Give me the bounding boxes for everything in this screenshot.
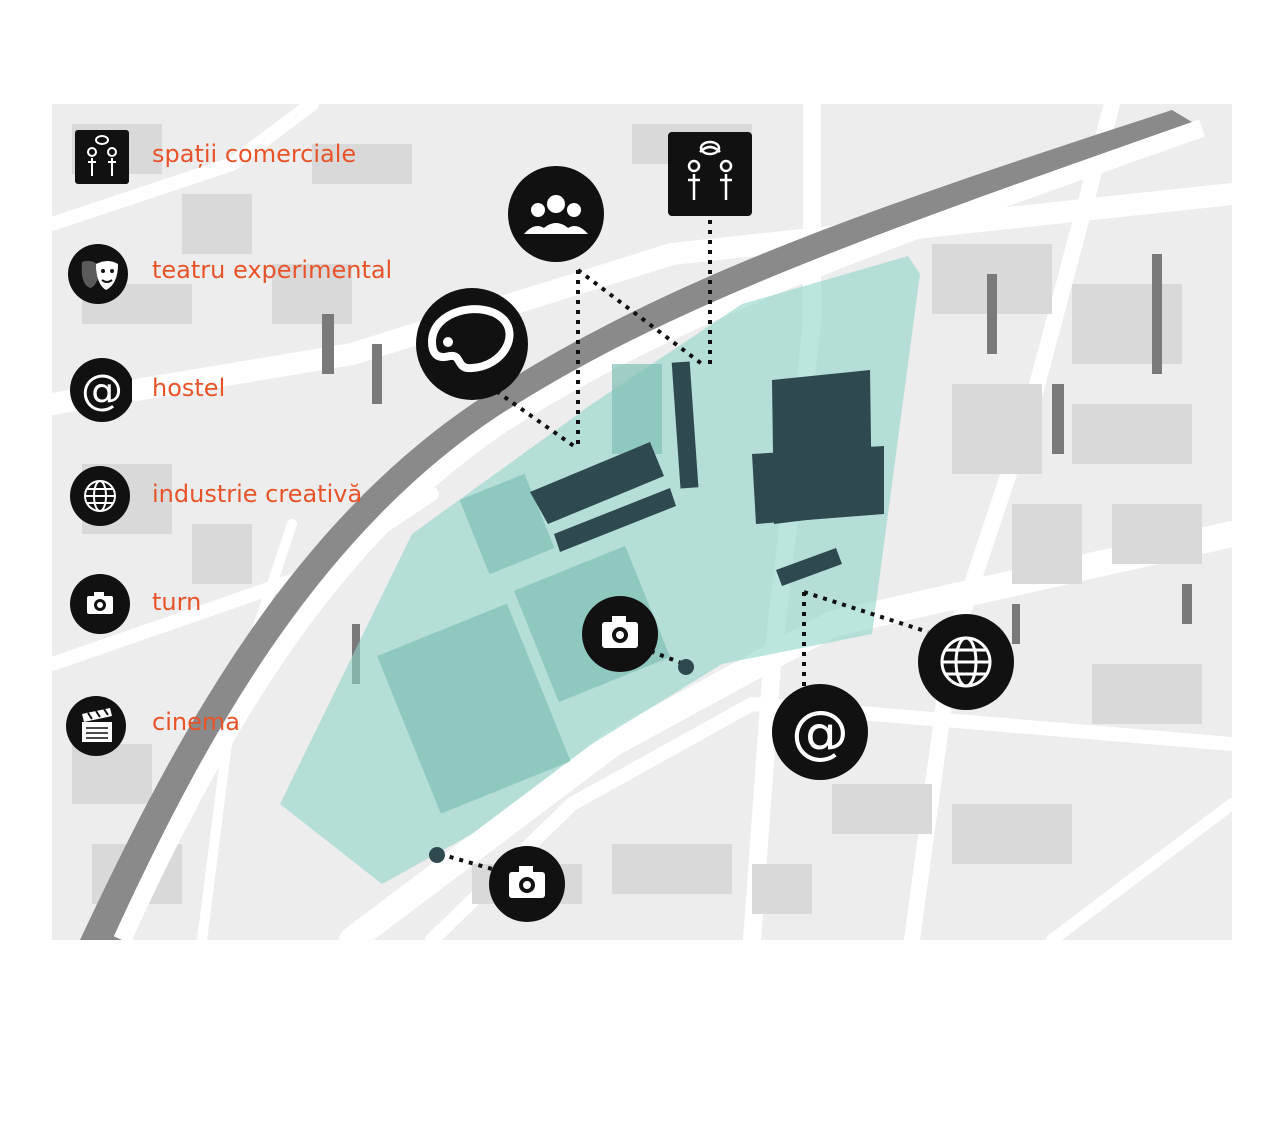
legend-label: teatru experimental [152, 256, 393, 284]
group-icon [524, 195, 588, 234]
legend-item-cinema: cinema [64, 690, 424, 760]
legend-item-tower: turn [64, 570, 424, 640]
map-svg: @ [52, 104, 1232, 940]
legend-label: cinema [152, 708, 240, 736]
tower-point-2 [429, 847, 445, 863]
legend-label: turn [152, 588, 202, 616]
at-sign-icon: @ [791, 698, 849, 766]
people-talking-icon [687, 140, 733, 200]
globe-icon [940, 636, 992, 688]
marker-hostel[interactable]: @ [772, 684, 868, 780]
palette-icon [427, 305, 514, 373]
theatre-mask-icon [68, 244, 128, 304]
camera-icon [602, 616, 638, 648]
at-sign-icon: @ [70, 358, 132, 422]
clapperboard-icon [66, 696, 126, 756]
svg-text:@: @ [81, 365, 123, 414]
globe-icon [70, 466, 130, 526]
marker-creative[interactable] [918, 614, 1014, 710]
marker-palette[interactable] [416, 288, 528, 400]
legend-item-commercial: spații comerciale [64, 122, 424, 192]
focal-buildings [530, 361, 884, 586]
people-talking-icon [75, 130, 129, 184]
legend-item-theatre: teatru experimental [64, 238, 424, 308]
legend-label: hostel [152, 374, 226, 402]
river-bank [113, 119, 1205, 940]
legend-label: spații comerciale [152, 140, 357, 168]
marker-camera-1[interactable] [582, 596, 658, 672]
marker-camera-2[interactable] [489, 846, 565, 922]
marker-commercial[interactable] [668, 132, 752, 216]
camera-icon [509, 866, 545, 898]
site-map: @ [52, 104, 1232, 940]
camera-icon [70, 574, 130, 634]
site-internal-buildings [377, 364, 671, 814]
legend-label: industrie creativă [152, 480, 363, 508]
legend-item-creative: industrie creativă [64, 462, 424, 532]
legend-item-hostel: @ hostel [64, 356, 424, 426]
tower-point-1 [678, 659, 694, 675]
marker-group[interactable] [508, 166, 604, 262]
